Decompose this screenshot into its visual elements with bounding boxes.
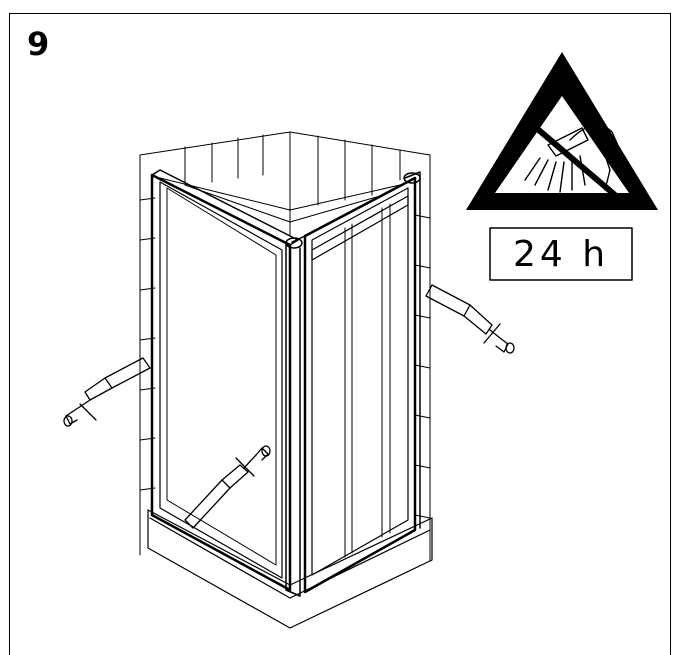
sealant-cartridge-left xyxy=(63,357,151,427)
instruction-panel-frame xyxy=(9,13,671,655)
duration-badge xyxy=(489,227,633,281)
step-number: 9 xyxy=(27,25,50,63)
duration-label: 24 h xyxy=(512,233,610,275)
sealant-cartridge-bottom xyxy=(184,445,271,529)
no-shower-warning-icon xyxy=(466,52,658,210)
left-glass-panel xyxy=(150,169,299,592)
sealant-cartridge-right xyxy=(425,284,515,354)
right-bifold-door xyxy=(303,171,421,594)
tiled-wall xyxy=(139,131,431,561)
